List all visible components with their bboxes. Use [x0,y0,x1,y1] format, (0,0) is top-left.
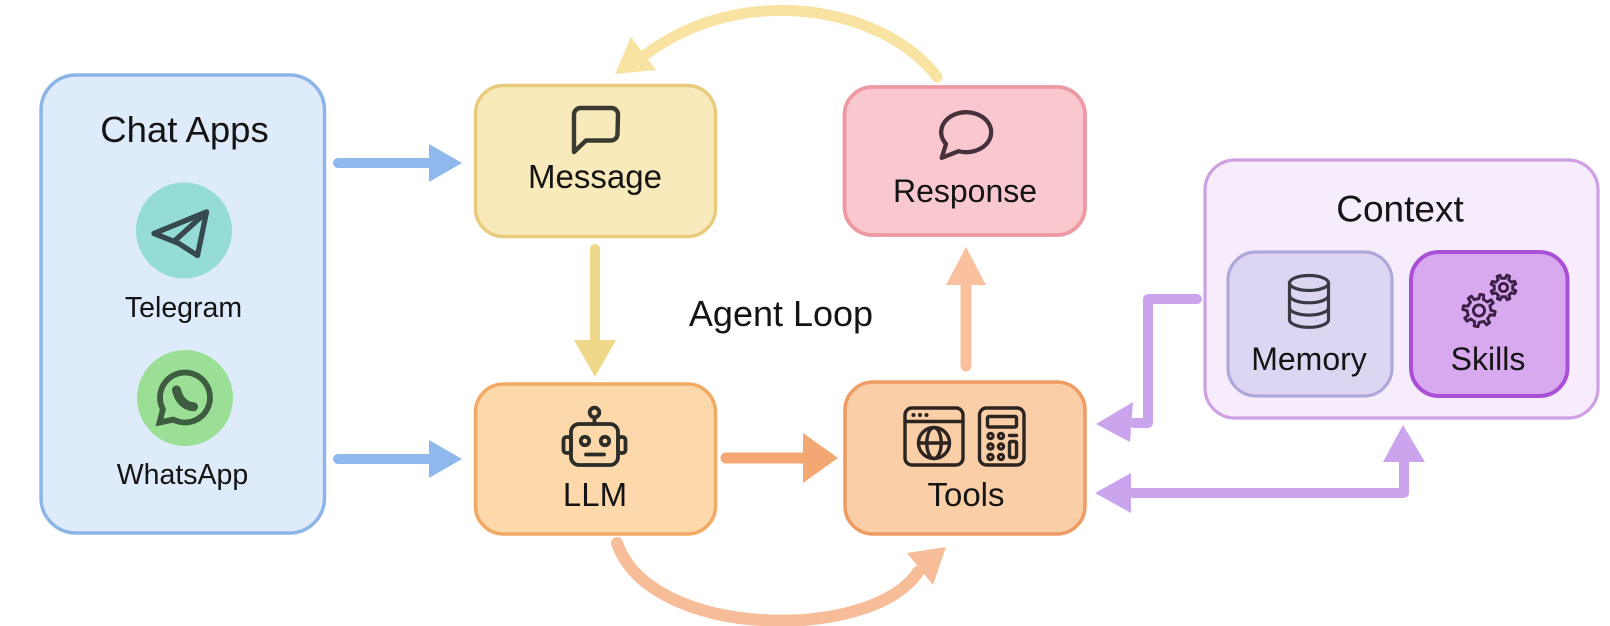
svg-text:Memory: Memory [1251,341,1367,377]
svg-text:Response: Response [893,173,1037,209]
svg-text:Chat Apps: Chat Apps [100,109,268,150]
svg-text:Telegram: Telegram [125,292,242,324]
svg-text:Agent Loop: Agent Loop [689,293,873,334]
svg-text:Message: Message [528,158,662,195]
svg-text:LLM: LLM [563,476,627,513]
svg-text:Context: Context [1336,189,1464,230]
svg-text:Skills: Skills [1451,341,1526,377]
svg-text:Tools: Tools [927,476,1004,513]
svg-text:WhatsApp: WhatsApp [117,459,248,491]
